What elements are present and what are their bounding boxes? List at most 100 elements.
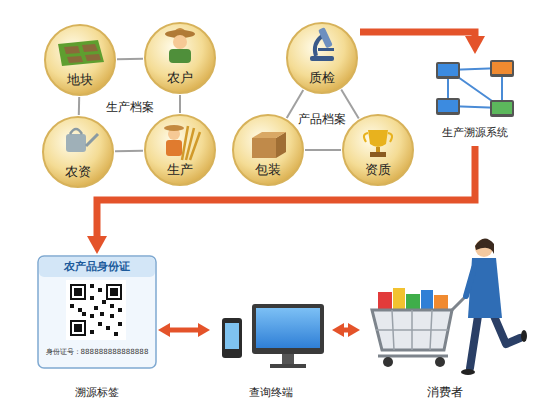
- connector: [78, 97, 80, 115]
- shopper-leg: [470, 316, 478, 368]
- can-icon: [66, 134, 86, 152]
- field-icon: [58, 40, 104, 66]
- cart-item: [406, 294, 420, 310]
- can-spout: [86, 134, 98, 146]
- card-header: [39, 257, 155, 277]
- monitor-icon: [252, 304, 324, 354]
- node-label: 资质: [344, 162, 412, 177]
- connector: [344, 328, 348, 333]
- qr-finder: [72, 322, 84, 334]
- process-box: 农产品身份证身份证号：888888888888888溯源标签: [38, 256, 156, 400]
- circle-node: 包装: [232, 114, 304, 186]
- qr-finder: [70, 320, 86, 336]
- qr-module: [98, 288, 102, 292]
- can-handle: [70, 129, 82, 134]
- phone-screen: [225, 323, 239, 349]
- qr-module: [102, 300, 106, 304]
- monitor-icon: [436, 98, 460, 115]
- qr-module: [90, 330, 94, 334]
- monitor-screen: [438, 64, 458, 76]
- qr-module: [90, 284, 94, 288]
- shopper-shoe: [521, 330, 527, 342]
- qr-module: [114, 332, 118, 336]
- wheat-icon: [182, 126, 200, 160]
- qr-module: [106, 326, 110, 330]
- trophy-base: [370, 152, 386, 157]
- circle-node: 质检: [286, 22, 358, 94]
- cart-basket: [372, 310, 452, 350]
- worker-body: [166, 140, 182, 156]
- monitor-base: [270, 364, 306, 368]
- qr-ground: [66, 280, 126, 340]
- connector: [305, 149, 341, 151]
- process-box: 消费者: [362, 230, 527, 400]
- shopper-head: [475, 239, 493, 257]
- monitor-icon: [436, 62, 460, 79]
- qr-module: [98, 322, 102, 326]
- trophy-stem: [376, 147, 380, 152]
- node-label: 农产品身份证: [38, 260, 156, 274]
- qr-module: [118, 322, 122, 326]
- node-label: 包装: [234, 162, 302, 177]
- monitor-icon: [490, 60, 514, 77]
- circle-ground: [287, 23, 357, 93]
- connector: [179, 95, 181, 113]
- connector: [117, 58, 143, 61]
- box-top: [252, 132, 286, 138]
- circle-node: 资质: [342, 114, 414, 186]
- qr-module: [90, 314, 94, 318]
- monitor-stand: [282, 354, 294, 364]
- shopper-arm: [466, 268, 474, 296]
- connector: [115, 150, 143, 153]
- qr-module: [78, 308, 82, 312]
- node-label: 质检: [288, 70, 356, 85]
- connector: [97, 146, 475, 236]
- circle-ground: [145, 23, 215, 93]
- process-box: 生产溯源系统: [425, 56, 525, 144]
- qr-finder: [106, 284, 122, 300]
- circle-ground: [43, 117, 113, 187]
- shopper-leg: [494, 316, 520, 344]
- card-ground: [38, 256, 156, 368]
- microscope-arm: [315, 36, 322, 56]
- circle-ground: [233, 115, 303, 185]
- qr-finder: [74, 324, 82, 332]
- trophy-handle: [364, 133, 392, 142]
- monitor-screen: [256, 308, 320, 348]
- group-label: 生产档案: [100, 100, 160, 114]
- field-plot: [67, 56, 83, 63]
- node-label: 地块: [46, 72, 114, 87]
- node-label: 消费者: [362, 386, 527, 400]
- monitor-screen: [492, 102, 512, 114]
- microscope-base: [310, 56, 334, 61]
- field-plot: [85, 54, 101, 61]
- cart-item: [393, 288, 405, 310]
- circle-node: 生产: [144, 114, 216, 186]
- cart-item: [434, 295, 448, 310]
- box-icon: [252, 138, 276, 158]
- trophy-icon: [368, 130, 388, 147]
- node-label: 溯源标签: [38, 386, 156, 400]
- group-label: 产品档案: [292, 112, 352, 126]
- qr-module: [100, 312, 104, 316]
- qr-module: [110, 304, 114, 308]
- qr-module: [110, 314, 114, 318]
- qr-module: [82, 312, 86, 316]
- qr-module: [118, 308, 122, 312]
- farmer-face: [173, 35, 187, 49]
- monitor-screen: [438, 100, 458, 112]
- qr-module: [70, 304, 74, 308]
- circle-node: 农资: [42, 116, 114, 188]
- qr-finder: [108, 286, 120, 298]
- cart-item: [378, 292, 392, 310]
- microscope-stage: [318, 48, 334, 51]
- farmer-body: [169, 49, 191, 63]
- qr-module: [94, 306, 98, 310]
- circle-ground: [45, 25, 115, 95]
- connector: [170, 328, 198, 333]
- connector: [360, 32, 475, 36]
- cart-item: [421, 290, 433, 310]
- cart-wheel: [383, 357, 393, 367]
- qr-finder: [72, 286, 84, 298]
